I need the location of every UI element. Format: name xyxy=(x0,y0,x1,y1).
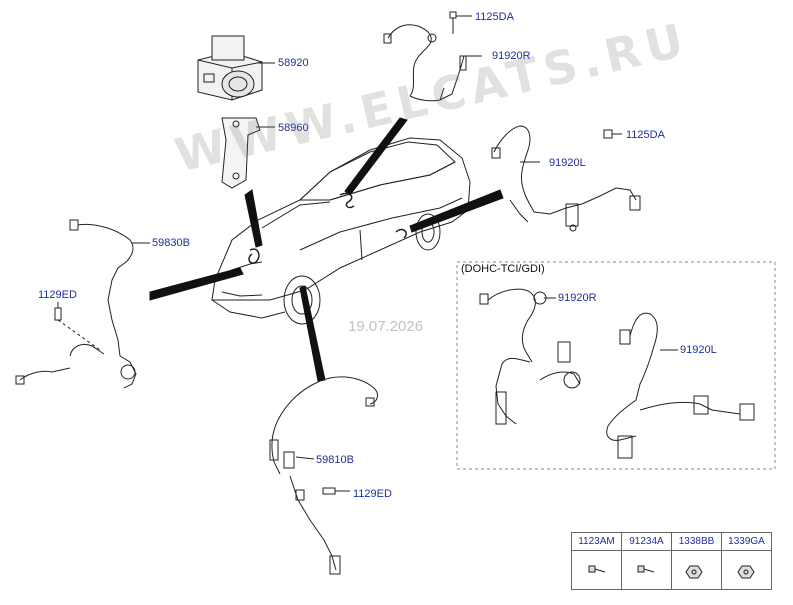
bolt-1125DA-right xyxy=(603,129,613,139)
bolt-1129ED-bottom xyxy=(322,487,336,495)
parts-table-icon-cell xyxy=(571,550,622,590)
rear-sensor-left xyxy=(491,125,641,232)
callout-1125DA-top: 1125DA xyxy=(475,11,514,23)
car-body xyxy=(211,137,471,325)
parts-table-header: 91234A xyxy=(621,532,672,551)
callout-59830B: 59830B xyxy=(152,237,190,249)
leader-wedges xyxy=(149,117,504,382)
callout-1125DA-right: 1125DA xyxy=(626,129,665,141)
callout-58920: 58920 xyxy=(278,57,309,69)
parts-table-icon-cell xyxy=(721,550,772,590)
callout-59810B: 59810B xyxy=(316,454,354,466)
inset-rear-sensor-left xyxy=(606,312,755,459)
abs-bracket xyxy=(221,117,261,189)
callout-58960: 58960 xyxy=(278,122,309,134)
front-harness-mark xyxy=(248,248,260,264)
front-sensor-right xyxy=(15,219,137,389)
bolt-1129ED-left xyxy=(54,307,62,321)
callout-91920L-main: 91920L xyxy=(549,157,586,169)
parts-table-header: 1338BB xyxy=(671,532,722,551)
parts-table-icon-row xyxy=(571,550,772,590)
parts-table-header: 1123AM xyxy=(571,532,622,551)
inset-rear-sensor-right xyxy=(479,288,581,425)
date-stamp: 19.07.2026 xyxy=(348,318,424,335)
front-sensor-left xyxy=(269,376,378,575)
parts-table: 1123AM 91234A 1338BB 1339GA xyxy=(571,532,772,590)
parts-table-header-row: 1123AM 91234A 1338BB 1339GA xyxy=(571,532,772,551)
callout-1129ED-left: 1129ED xyxy=(38,289,77,301)
inset-title: (DOHC-TCI/GDI) xyxy=(461,263,545,275)
inset-box xyxy=(456,261,776,470)
bolt-1125DA-top xyxy=(449,11,457,19)
rear-harness-mark xyxy=(339,192,355,209)
parts-table-icon-cell xyxy=(621,550,672,590)
callout-91920R-inset: 91920R xyxy=(558,292,597,304)
callout-1129ED-bottom: 1129ED xyxy=(353,488,392,500)
rear-wheel-harness-mark xyxy=(395,228,407,239)
callout-91920L-inset: 91920L xyxy=(680,344,717,356)
abs-modulator xyxy=(197,35,263,101)
parts-table-icon-cell xyxy=(671,550,722,590)
callout-91920R-top: 91920R xyxy=(492,50,531,62)
rear-sensor-right xyxy=(383,24,467,102)
parts-table-header: 1339GA xyxy=(721,532,772,551)
